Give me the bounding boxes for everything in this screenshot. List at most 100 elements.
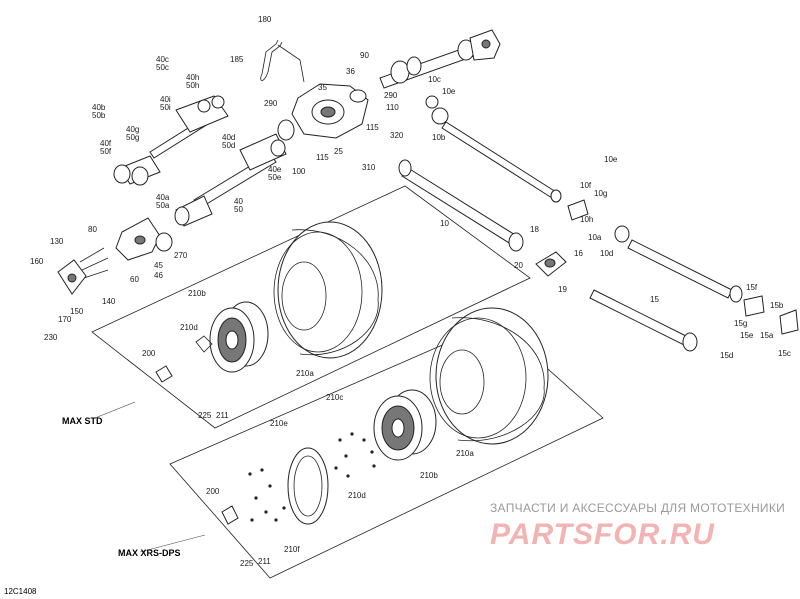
callout-180: 180 bbox=[258, 15, 272, 24]
callout-15d: 15d bbox=[720, 351, 733, 360]
knuckle-80 bbox=[115, 217, 173, 261]
callout-210a-std: 210a bbox=[296, 369, 314, 378]
callout-225-std: 225 bbox=[198, 411, 212, 420]
callout-10e-top: 10e bbox=[442, 87, 456, 96]
drive-shaft-10 bbox=[398, 159, 524, 252]
callout-10b: 10b bbox=[432, 133, 446, 142]
callout-210d-std: 210d bbox=[180, 323, 198, 332]
callout-210b-xrs: 210b bbox=[420, 471, 438, 480]
section-label-max-std: MAX STD bbox=[62, 416, 103, 426]
callout-130: 130 bbox=[50, 237, 64, 246]
callout-16: 16 bbox=[574, 249, 583, 258]
rim-210b-xrs bbox=[373, 389, 437, 461]
callout-150: 150 bbox=[70, 307, 84, 316]
callout-19: 19 bbox=[558, 285, 567, 294]
suspension-link bbox=[260, 39, 305, 83]
bolt-set-210f bbox=[248, 468, 286, 522]
callout-115-b: 115 bbox=[316, 153, 329, 162]
valve-200-std bbox=[155, 365, 173, 383]
callout-10f: 10f bbox=[580, 181, 592, 190]
callout-211-std: 211 bbox=[216, 411, 229, 420]
bolt-set-210c bbox=[334, 432, 376, 478]
hub-130 bbox=[57, 247, 109, 295]
callout-230: 230 bbox=[44, 333, 58, 342]
callout-140: 140 bbox=[102, 297, 116, 306]
callout-210b-std: 210b bbox=[188, 289, 206, 298]
drive-shaft-10b bbox=[425, 95, 562, 203]
callout-10h: 10h bbox=[580, 215, 593, 224]
beadlock-210d-std bbox=[195, 335, 213, 353]
callout-10e-right: 10e bbox=[604, 155, 618, 164]
callout-310: 310 bbox=[362, 163, 376, 172]
drive-shaft-10d bbox=[614, 225, 743, 303]
callout-210a-xrs: 210a bbox=[456, 449, 474, 458]
callout-210d-xrs: 210d bbox=[348, 491, 366, 500]
callout-10a: 10a bbox=[588, 233, 602, 242]
callout-20: 20 bbox=[514, 261, 523, 270]
callout-320: 320 bbox=[390, 131, 404, 140]
callout-185: 185 bbox=[230, 55, 244, 64]
document-id: 12C1408 bbox=[4, 587, 37, 596]
callout-36: 36 bbox=[346, 67, 355, 76]
drive-axle-40 bbox=[174, 133, 287, 227]
callout-35: 35 bbox=[318, 83, 327, 92]
prop-shaft-front bbox=[379, 29, 501, 89]
callout-210f: 210f bbox=[284, 545, 300, 554]
callout-110: 110 bbox=[386, 103, 399, 112]
callout-290-a: 290 bbox=[264, 99, 278, 108]
callout-15: 15 bbox=[650, 295, 659, 304]
tire-210a-xrs bbox=[429, 307, 549, 445]
callout-15a: 15a bbox=[760, 331, 774, 340]
callout-10g: 10g bbox=[594, 189, 607, 198]
section-label-max-xrs-dps: MAX XRS-DPS bbox=[118, 548, 181, 558]
rim-210b-std bbox=[209, 301, 269, 373]
differential bbox=[277, 83, 369, 141]
callout-115-a: 115 bbox=[366, 123, 379, 132]
callout-60: 60 bbox=[130, 275, 139, 284]
callout-45: 45 bbox=[154, 261, 163, 270]
callout-25: 25 bbox=[334, 147, 343, 156]
tire-210a-std bbox=[273, 221, 383, 359]
watermark-logo: PARTSFOR.RU bbox=[490, 518, 715, 551]
drive-shaft-15 bbox=[589, 289, 698, 352]
callout-90: 90 bbox=[360, 51, 369, 60]
callout-10d: 10d bbox=[600, 249, 613, 258]
callout-15c: 15c bbox=[778, 349, 791, 358]
callout-210e: 210e bbox=[270, 419, 288, 428]
callouts: 180 185 90 35 36 290 290 110 115 115 25 … bbox=[30, 15, 791, 568]
callout-290-b: 290 bbox=[384, 91, 398, 100]
valve-200-xrs bbox=[221, 505, 239, 525]
callout-200-std: 200 bbox=[142, 349, 156, 358]
callout-46: 46 bbox=[154, 271, 163, 280]
callout-18: 18 bbox=[530, 225, 539, 234]
callout-270: 270 bbox=[174, 251, 188, 260]
callout-15b: 15b bbox=[770, 301, 784, 310]
callout-200-xrs: 200 bbox=[206, 487, 220, 496]
watermark-caption: ЗАПЧАСТИ И АКСЕССУАРЫ ДЛЯ МОТОТЕХНИКИ bbox=[490, 501, 785, 515]
callout-170: 170 bbox=[58, 315, 72, 324]
callout-211-xrs: 211 bbox=[258, 557, 271, 566]
callout-210c: 210c bbox=[326, 393, 343, 402]
callout-15f: 15f bbox=[746, 283, 758, 292]
beadlock-ring-210e bbox=[287, 447, 329, 525]
callout-15g: 15g bbox=[734, 319, 747, 328]
bearing-support-16 bbox=[535, 251, 567, 277]
callout-10c: 10c bbox=[428, 75, 441, 84]
callout-10: 10 bbox=[440, 219, 449, 228]
callout-80: 80 bbox=[88, 225, 97, 234]
callout-160: 160 bbox=[30, 257, 44, 266]
u-joint-15g bbox=[743, 295, 799, 335]
callout-225-xrs: 225 bbox=[240, 559, 254, 568]
u-joint-10f bbox=[567, 199, 589, 221]
max-xrs-frame bbox=[169, 321, 604, 579]
callout-15e: 15e bbox=[740, 331, 754, 340]
